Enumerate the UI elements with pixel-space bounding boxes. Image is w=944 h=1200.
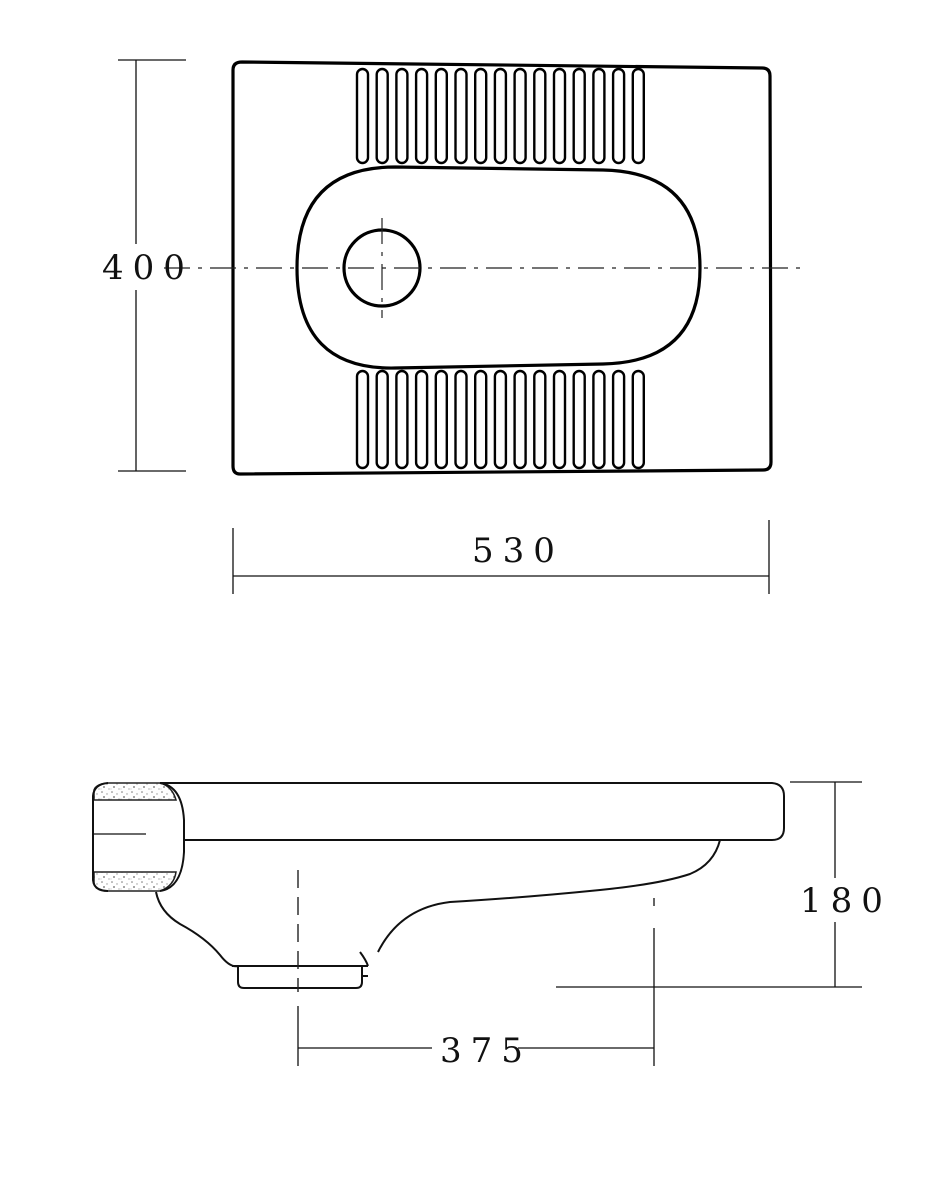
foot-grip-slot xyxy=(631,369,645,470)
foot-grip-slot xyxy=(375,67,389,165)
depth-dimension-label: 180 xyxy=(800,881,892,921)
inlet-cap-top xyxy=(93,782,177,801)
foot-grip-slot xyxy=(434,369,448,470)
height-dimension: 400 xyxy=(102,59,194,472)
inlet-cap-bottom xyxy=(93,871,177,892)
foot-grip-slot xyxy=(513,67,527,165)
pan-outline xyxy=(231,60,773,476)
foot-grips-bottom xyxy=(355,369,645,470)
foot-grip-slot xyxy=(611,67,626,165)
foot-grip-slot xyxy=(434,67,448,165)
foot-grip-slot xyxy=(513,369,527,470)
foot-grip-slot xyxy=(454,67,468,165)
foot-grip-slot xyxy=(395,67,409,165)
width-dimension: 530 xyxy=(232,520,770,594)
foot-grip-slot xyxy=(572,369,586,470)
foot-grip-slot xyxy=(395,369,409,470)
foot-grip-slot xyxy=(533,369,547,470)
foot-grip-slot xyxy=(474,67,488,165)
side-view: 180 375 xyxy=(92,781,892,1071)
foot-grip-slot xyxy=(552,67,567,165)
foot-grip-slot xyxy=(552,369,567,470)
rim-top xyxy=(160,782,785,841)
foot-grip-slot xyxy=(375,369,389,470)
depth-dimension: 180 xyxy=(556,781,892,988)
foot-grip-slot xyxy=(631,67,645,165)
foot-grip-slot xyxy=(493,67,508,165)
bowl-outline xyxy=(295,165,702,370)
foot-grip-slot xyxy=(592,67,606,165)
outlet-spigot xyxy=(237,966,363,989)
foot-grip-slot xyxy=(414,67,429,165)
height-dimension-label: 400 xyxy=(102,248,194,288)
bowl-underside xyxy=(155,891,239,968)
inlet-housing xyxy=(92,782,109,892)
foot-grip-slot xyxy=(355,369,370,470)
foot-grip-slot xyxy=(533,67,547,165)
foot-grip-slot xyxy=(611,369,626,470)
foot-grip-slot xyxy=(592,369,606,470)
foot-grip-slot xyxy=(474,369,488,470)
foot-grip-slot xyxy=(454,369,468,470)
foot-grip-slot xyxy=(414,369,429,470)
foot-grips-top xyxy=(355,67,645,165)
foot-grip-slot xyxy=(355,67,370,165)
foot-grip-slot xyxy=(493,369,508,470)
top-view: 400 530 xyxy=(102,59,806,594)
outlet-distance-label: 375 xyxy=(440,1031,532,1071)
outlet-distance-dimension: 375 xyxy=(297,928,655,1071)
foot-grip-slot xyxy=(572,67,586,165)
width-dimension-label: 530 xyxy=(472,531,564,571)
